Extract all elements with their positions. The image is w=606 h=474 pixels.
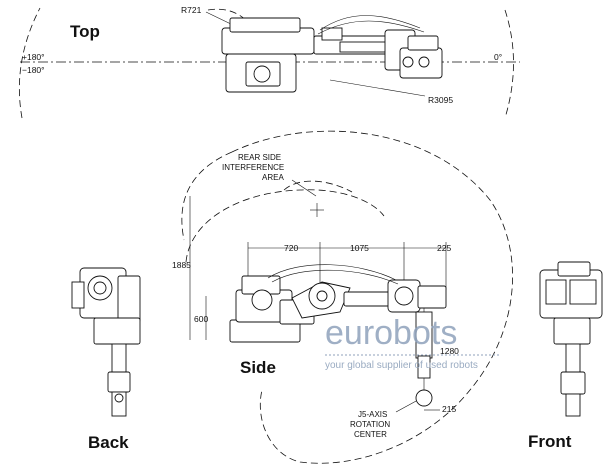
dim-1280-label: 1280 [440,346,459,356]
top-view: Top R721 +180° −180° 0° R3095 [18,5,520,119]
rear-interference-arc [185,189,385,263]
watermark-brand: eurobots [325,314,457,352]
j5-label-3: CENTER [354,430,387,439]
top-reach-arc [18,7,41,119]
side-view-label: Side [240,358,276,377]
j5-label-1: J5-AXIS [358,410,387,419]
dim-600-label: 600 [194,314,208,324]
interference-label-2: INTERFERENCE [222,163,284,172]
dim-1885-label: 1885 [172,260,191,270]
top-view-label: Top [70,22,100,41]
angle-neg180-label: −180° [22,65,45,75]
angle-pos180-label: +180° [22,52,45,62]
j5-leader [395,399,419,413]
top-robot-body [221,15,443,93]
interference-label-1: REAR SIDE [238,153,281,162]
watermark: eurobots your global supplier of used ro… [325,314,500,371]
j5-label-2: ROTATION [350,420,390,429]
front-view: Front [528,261,603,451]
watermark-tagline: your global supplier of used robots [325,360,478,371]
angle-zero-label: 0° [494,52,502,62]
side-reach-envelope-left [181,151,233,241]
rear-interference-inner [283,180,353,193]
top-reach-arc-right [504,9,514,119]
dim-720-label: 720 [284,243,298,253]
side-reach-envelope [231,130,513,464]
side-robot-body [229,264,447,407]
back-view: Back [71,267,141,452]
r3095-leader [329,79,426,97]
interference-leader [291,179,317,197]
dim-1075-label: 1075 [350,243,369,253]
side-view: REAR SIDE INTERFERENCE AREA 720 1075 225… [172,130,513,464]
dim-215-label: 215 [442,404,456,414]
interference-label-3: AREA [262,173,284,182]
r721-label: R721 [181,5,202,15]
back-view-label: Back [88,433,129,452]
r3095-label: R3095 [428,95,453,105]
dim-225-label: 225 [437,243,451,253]
front-view-label: Front [528,432,572,451]
